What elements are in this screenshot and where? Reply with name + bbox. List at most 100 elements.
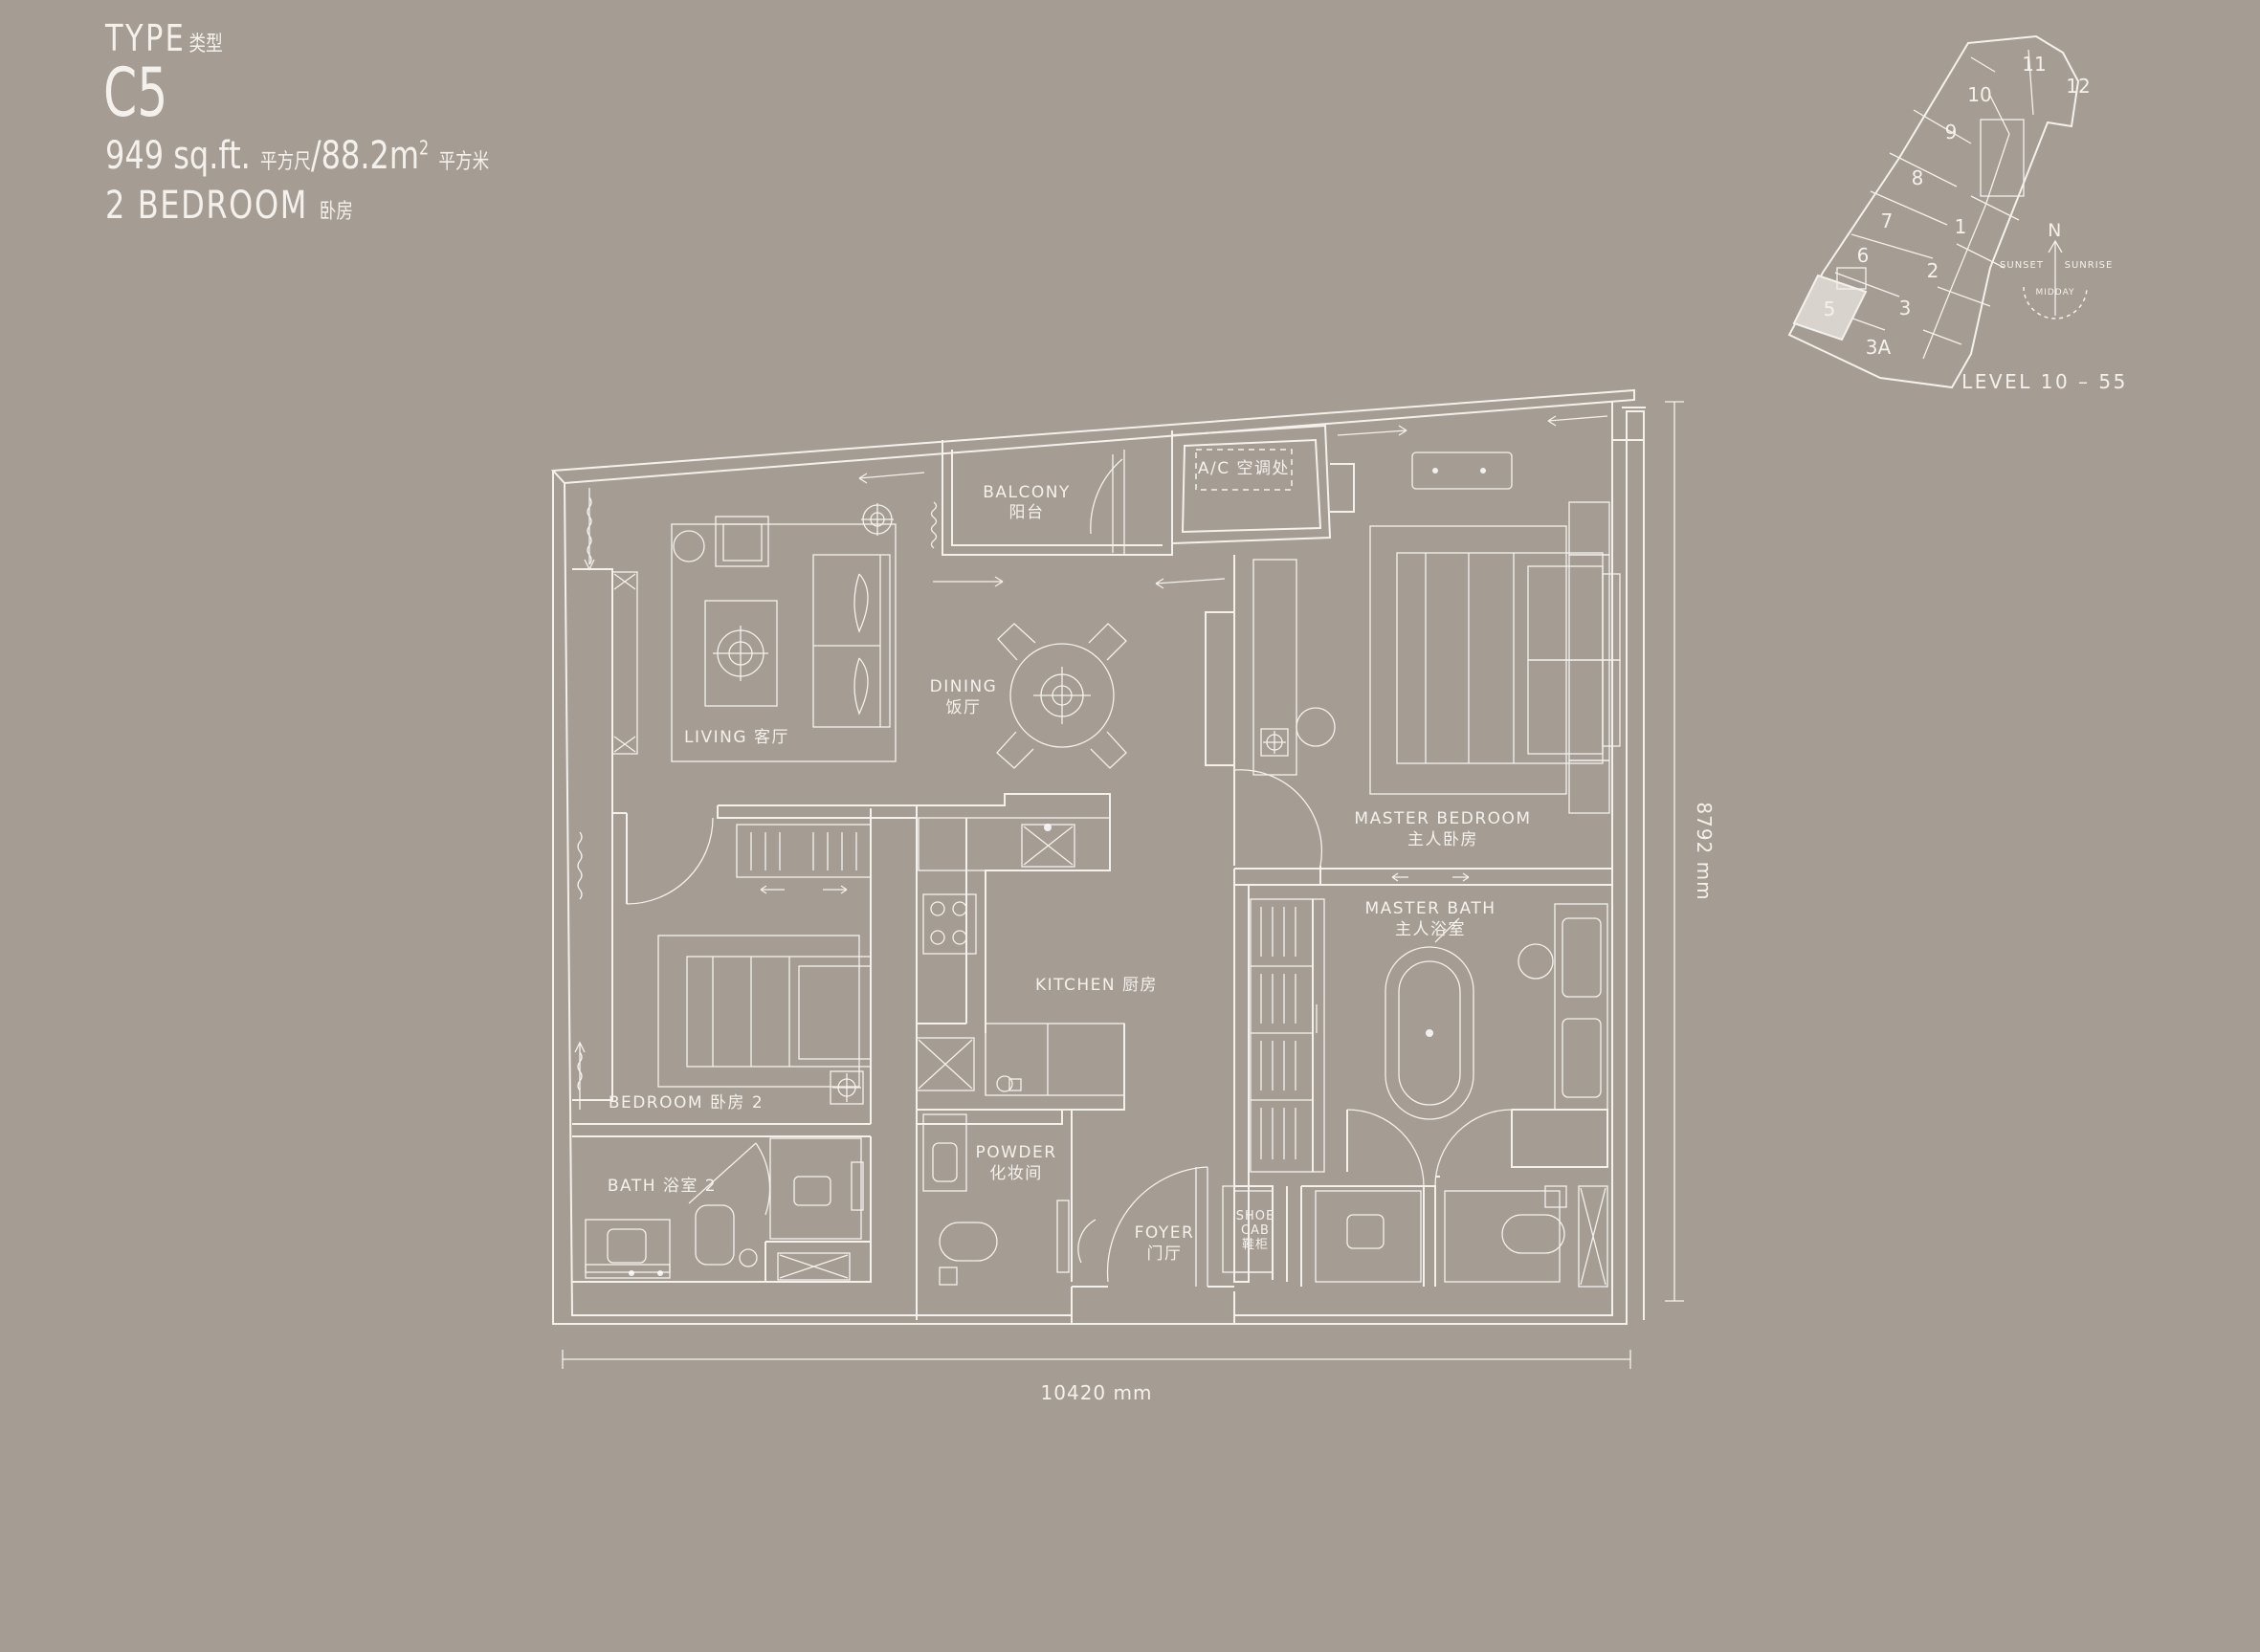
sofa-pillows (853, 573, 869, 716)
key-plan-unit-9: 9 (1945, 121, 1958, 143)
west-wall-thick (572, 568, 613, 1101)
unit-code: C5 (103, 54, 168, 132)
bedroom2-pillow (798, 965, 872, 1060)
bath-door-swings (1346, 1109, 1513, 1187)
bath2-basin (607, 1228, 647, 1264)
kitchen-stool-1 (996, 1075, 1013, 1092)
label-master-bedroom: MASTER BEDROOM (1354, 809, 1531, 828)
bath2-cabinet (777, 1252, 851, 1281)
label-foyer-zh: 门厅 (1147, 1245, 1183, 1264)
type-label-zh: 类型 (188, 33, 223, 56)
room-labels: BALCONY 阳台 A/C 空调处 LIVING 客厅 DINING 饭厅 M… (608, 459, 1531, 1264)
label-balcony-zh: 阳台 (1009, 503, 1045, 522)
kitchen-island-top (918, 817, 1111, 871)
key-plan-lift (1836, 267, 1867, 290)
key-plan-highlighted-unit (1792, 274, 1868, 341)
entry-opening (1071, 1291, 1235, 1324)
wc-cabinet (1578, 1185, 1608, 1288)
bedroom2-bed-lines (712, 957, 790, 1067)
powder-wall (917, 1109, 1073, 1282)
ac-ledge (1171, 424, 1332, 544)
bedroom2-hanger-icons (750, 832, 857, 870)
bedrooms-label: 2 BEDROOM (105, 184, 308, 228)
bedroom2-rug (657, 935, 860, 1088)
master-bath-wardrobe (1250, 898, 1314, 1173)
label-bedroom2: BEDROOM 卧房 2 (609, 1093, 764, 1112)
bath2-shower-wall (764, 1241, 871, 1282)
area-separator: / (310, 134, 321, 178)
label-ac: A/C 空调处 (1198, 459, 1290, 478)
master-pillow-1 (1527, 565, 1604, 661)
label-balcony: BALCONY (983, 483, 1071, 502)
label-bath2: BATH 浴室 2 (608, 1177, 717, 1196)
ac-ledge-inner (1181, 438, 1322, 534)
compass-sunrise: SUNRISE (2065, 260, 2114, 271)
dimension-width-label: 10420 mm (1041, 1381, 1153, 1404)
balcony-door-swing (1090, 458, 1123, 535)
bedrooms-label-zh: 卧房 (319, 200, 353, 224)
master-bed (1396, 552, 1604, 764)
bath2-shower (769, 1137, 862, 1240)
shower-left (1315, 1190, 1422, 1283)
key-plan-unit-11: 11 (2022, 53, 2046, 76)
master-tv-console (1411, 452, 1513, 490)
compass-sunset: SUNSET (2000, 260, 2044, 271)
hanger-icons (1260, 907, 1296, 1159)
powder-door-swing (1077, 1219, 1097, 1264)
master-lamp-icon (1260, 728, 1289, 757)
label-living: LIVING 客厅 (684, 728, 789, 747)
wc-right (1444, 1190, 1561, 1283)
powder-door-frame (1056, 1200, 1070, 1273)
powder-vanity (922, 1113, 967, 1192)
master-bath-wall (1233, 868, 1612, 1283)
key-plan-core (1980, 119, 2025, 197)
master-wardrobe (1252, 559, 1297, 776)
balcony-inner (951, 450, 1163, 546)
compass-north: N (2048, 220, 2063, 241)
coffee-table-decor (713, 626, 768, 681)
tub-faucet (1434, 917, 1460, 943)
coffee-table (704, 600, 778, 707)
corner-column (1611, 402, 1646, 440)
master-pillow-2 (1527, 659, 1604, 755)
key-plan-unit-1: 1 (1955, 215, 1967, 238)
compass-midday: MIDDAY (2035, 288, 2074, 297)
kitchen-island (985, 1023, 1125, 1096)
label-kitchen: KITCHEN 厨房 (1035, 976, 1158, 995)
wardrobe-door-arrows (1312, 995, 1318, 1043)
area-sqm: 88.2m (321, 134, 420, 178)
unit-area: 949 sq.ft. 平方尺/88.2m2 平方米 (105, 134, 489, 178)
balcony-door-frame (1112, 450, 1125, 555)
bathtub (1385, 946, 1474, 1120)
armchair (715, 516, 769, 567)
dimension-width: 10420 mm (562, 1350, 1631, 1404)
toilet-powder (939, 1222, 998, 1262)
key-plan-unit-7: 7 (1881, 209, 1894, 232)
wardrobe-dining (1205, 555, 1235, 766)
floor-lamp-icon (861, 503, 894, 536)
kitchen-stool-2 (1008, 1078, 1022, 1091)
bedroom2-lamp-icon (830, 1070, 864, 1105)
master-nightstand-2 (1602, 659, 1621, 747)
master-bedside-2 (1568, 760, 1610, 814)
master-door-swing (1233, 769, 1323, 867)
label-foyer: FOYER (1135, 1223, 1195, 1243)
key-plan-unit-3a: 3A (1866, 336, 1892, 359)
key-plan: 11 12 10 9 8 7 1 6 2 5 3 3A N SUNSET SUN… (1787, 34, 2125, 393)
facade-glazing (550, 388, 1635, 485)
wardrobe-shelves (1251, 965, 1313, 1101)
type-label: TYPE (105, 17, 187, 59)
wc-walls (1300, 1176, 1440, 1287)
shower-drain-left (1346, 1214, 1385, 1249)
key-plan-unit-6: 6 (1857, 244, 1870, 267)
entry-threshold (1071, 1286, 1234, 1324)
ac-unit (1195, 449, 1293, 491)
area-sqft: 949 sq.ft. (105, 134, 251, 178)
dining-table (996, 623, 1127, 769)
label-shoe-cab-2: CAB (1241, 1223, 1270, 1238)
curtain-icons (574, 488, 938, 1110)
label-dining-zh: 饭厅 (946, 698, 982, 717)
floor-plan (550, 388, 1646, 1325)
